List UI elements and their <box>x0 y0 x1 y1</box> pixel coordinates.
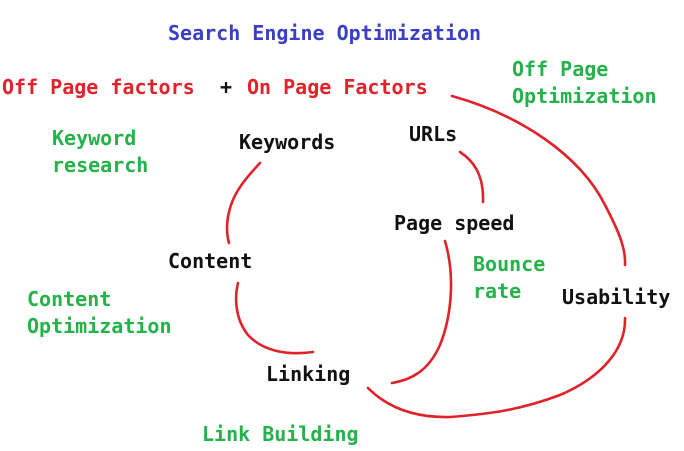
link-building-label: Link Building <box>202 422 359 446</box>
keywords-to-content-curve <box>225 161 262 245</box>
usability-to-linking-curve <box>366 316 627 419</box>
page-title: Search Engine Optimization <box>168 21 482 45</box>
node-content: Content <box>168 249 253 273</box>
node-linking: Linking <box>266 362 351 386</box>
plus-sign: + <box>220 75 233 99</box>
off-page-optimization-label: Off Page Optimization <box>512 57 657 108</box>
off-page-factors-label: Off Page factors <box>2 75 195 99</box>
keyword-research-label: Keyword research <box>52 126 149 177</box>
node-urls: URLs <box>409 122 458 146</box>
page-speed-to-linking-curve <box>390 239 453 385</box>
content-to-linking-curve <box>234 281 315 355</box>
off-page-to-usability-curve <box>450 94 627 267</box>
urls-to-page-speed-curve <box>458 150 485 204</box>
node-keywords: Keywords <box>239 130 336 154</box>
bounce-rate-label: Bounce rate <box>473 252 546 303</box>
node-usability: Usability <box>562 285 671 309</box>
on-page-factors-label: On Page Factors <box>247 75 428 99</box>
node-page-speed: Page speed <box>394 211 515 235</box>
content-optimization-label: Content Optimization <box>27 287 172 338</box>
